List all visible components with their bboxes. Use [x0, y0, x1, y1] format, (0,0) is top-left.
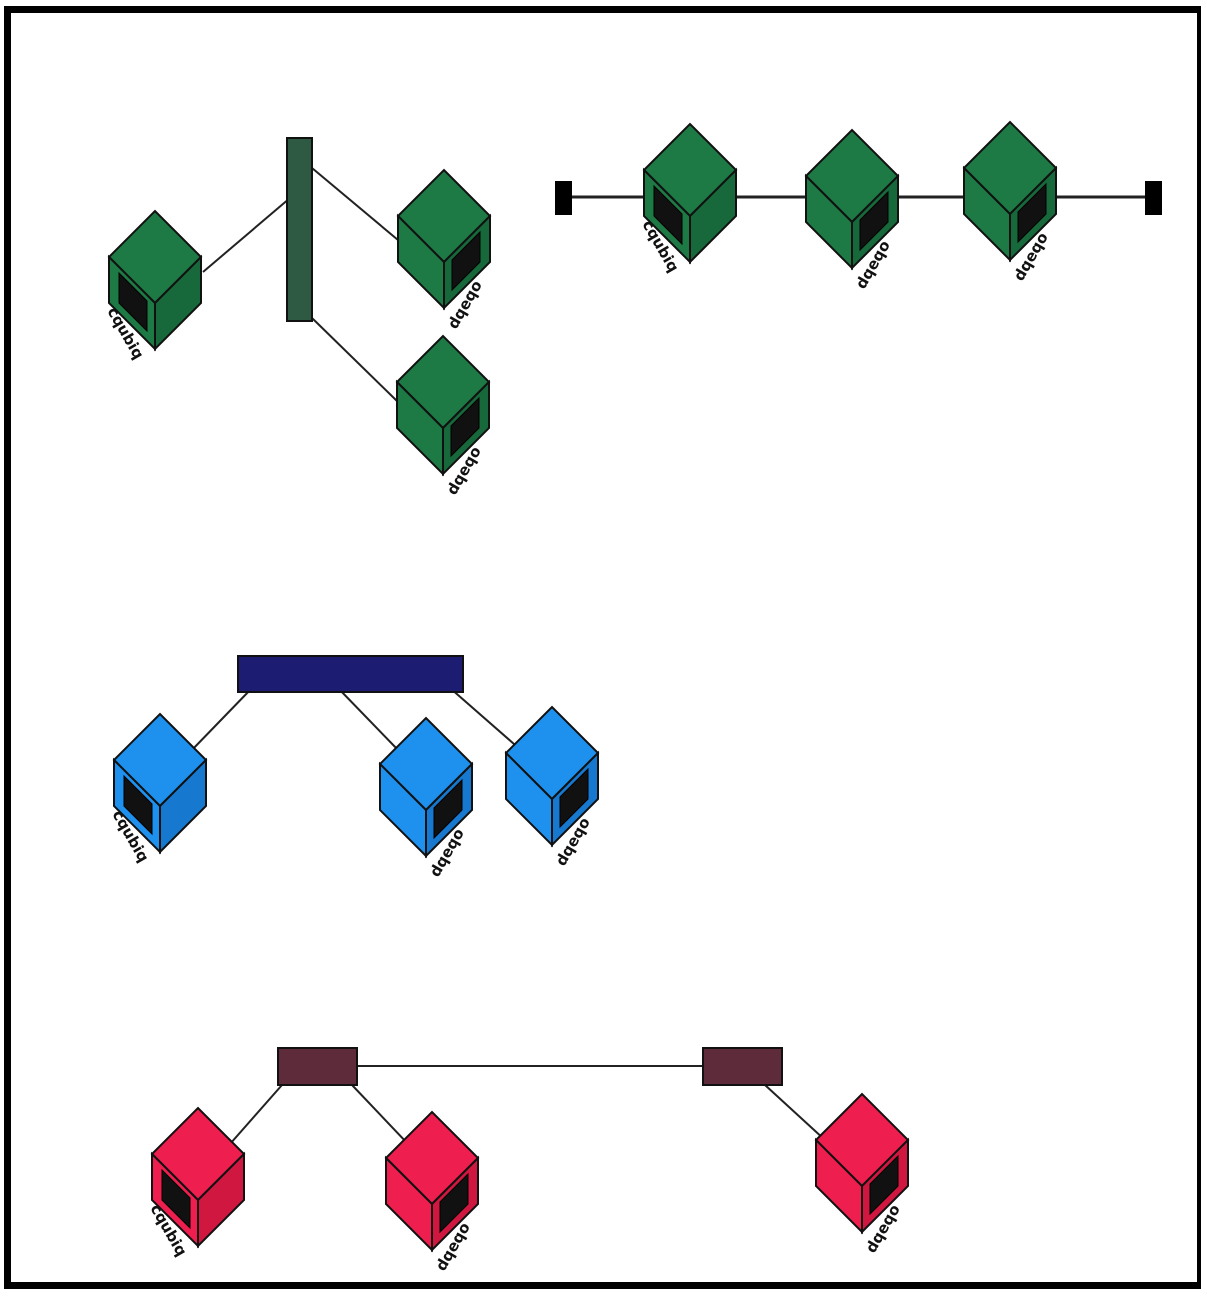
terminator-left — [555, 181, 572, 215]
screen-icon — [439, 1172, 469, 1234]
computer-node: dqeqo — [395, 334, 491, 498]
hub-right — [702, 1047, 783, 1086]
computer-node: cqubiq — [147, 1106, 246, 1259]
star-blue-network: cqubiq dqeqo dqeqo — [109, 655, 600, 880]
cube-right-face — [689, 167, 737, 265]
screen-icon — [161, 1168, 191, 1230]
screen-icon — [859, 190, 889, 252]
computer-node: dqeqo — [396, 168, 492, 332]
screen-icon — [559, 767, 589, 829]
computer-node: dqeqo — [504, 705, 600, 869]
link-line — [311, 167, 399, 241]
link-line — [337, 687, 401, 753]
cube-right-face — [154, 254, 202, 352]
screen-icon — [450, 396, 480, 458]
terminator-right — [1145, 181, 1162, 215]
link-line — [189, 687, 253, 753]
screen-icon — [433, 778, 463, 840]
screen-icon — [869, 1154, 899, 1216]
screen-icon — [653, 184, 683, 246]
link-line — [311, 317, 399, 403]
hub-horizontal-bar — [237, 655, 464, 693]
computer-node: dqeqo — [814, 1092, 910, 1256]
screen-icon — [123, 774, 153, 836]
cube-right-face — [159, 757, 207, 855]
computer-node: cqubiq — [109, 712, 208, 865]
cube-right-face — [197, 1151, 245, 1249]
computer-node: cqubiq — [639, 122, 738, 275]
bus-green-network: cqubiq dqeqo dqeqo — [555, 120, 1162, 292]
linked-red-network: cqubiq dqeqo dqeqo — [147, 1047, 910, 1274]
screen-icon — [118, 271, 148, 333]
computer-node: dqeqo — [804, 128, 900, 292]
hub-vertical-bar — [286, 137, 313, 322]
link-line — [764, 1084, 826, 1141]
computer-node: dqeqo — [962, 120, 1058, 284]
link-line — [351, 1084, 409, 1145]
computer-node: dqeqo — [384, 1110, 480, 1274]
computer-node: cqubiq — [104, 209, 203, 362]
star-green-network: cqubiq dqeqo dqeqo — [104, 137, 492, 498]
screen-icon — [451, 230, 481, 292]
link-line — [229, 1084, 283, 1145]
link-line — [449, 687, 515, 745]
hub-left — [277, 1047, 358, 1086]
computer-node: dqeqo — [378, 716, 474, 880]
screen-icon — [1017, 182, 1047, 244]
link-line — [202, 197, 291, 273]
